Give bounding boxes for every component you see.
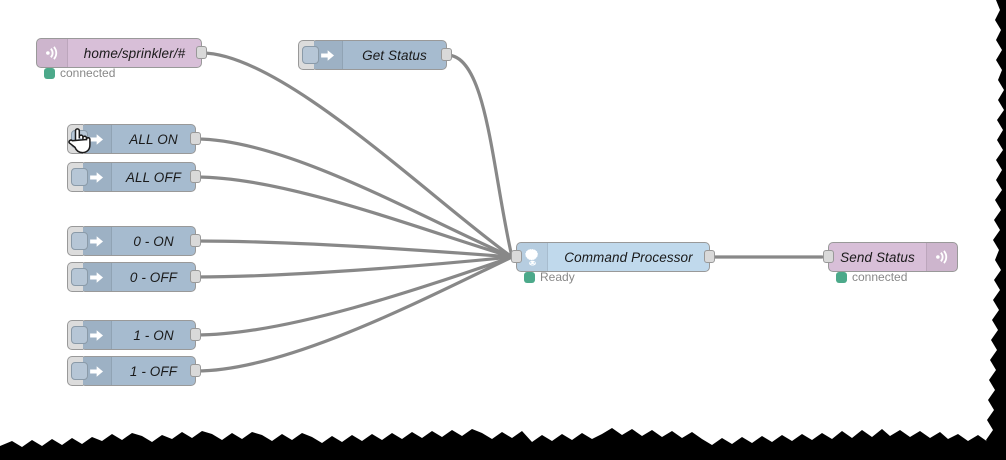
node-inject-zero-off-label: 0 - OFF [129,269,178,285]
node-command-processor[interactable]: Command Processor [511,242,715,272]
inject-button-inner [302,46,319,64]
inject-trigger-button[interactable] [67,124,88,154]
status-dot [836,271,847,283]
output-port[interactable] [441,48,452,61]
inject-trigger-button[interactable] [67,162,88,192]
wire-zero-off-to-command [194,255,514,279]
inject-trigger-button[interactable] [67,262,88,292]
output-port[interactable] [190,234,201,247]
output-port[interactable] [196,46,207,59]
node-send-status[interactable]: Send Status [823,242,958,272]
status-dot [524,271,535,283]
node-inject-one-on[interactable]: 1 - ON [67,320,201,350]
wire-one-on-to-command [194,255,514,337]
node-inject-zero-on[interactable]: 0 - ON [67,226,201,256]
node-mqtt-in[interactable]: home/sprinkler/# [36,38,207,68]
output-port[interactable] [190,270,201,283]
mqtt-antenna-icon [37,39,68,67]
torn-edge-bottom [0,428,1006,460]
raspberry-pi-icon [517,243,548,271]
node-inject-one-on-label: 1 - ON [133,327,174,343]
node-inject-all-on[interactable]: ALL ON [67,124,201,154]
input-port[interactable] [511,250,522,263]
inject-button-inner [71,268,88,286]
inject-button-inner [71,232,88,250]
node-inject-all-off[interactable]: ALL OFF [67,162,201,192]
wire-one-off-to-command [194,255,514,373]
inject-arrow-icon [312,41,343,69]
inject-button-inner [71,168,88,186]
inject-button-inner [71,362,88,380]
inject-trigger-button[interactable] [67,226,88,256]
torn-edge-right [986,0,1006,460]
wire-zero-on-to-command [194,239,514,259]
node-send-status-label: Send Status [840,249,915,265]
wire-mqtt-in-to-command [200,51,514,259]
inject-trigger-button[interactable] [67,320,88,350]
output-port[interactable] [190,328,201,341]
node-inject-get-status-label: Get Status [362,47,427,63]
mqtt-antenna-icon [926,243,957,271]
node-inject-zero-on-label: 0 - ON [133,233,174,249]
wire-all-on-to-command [194,137,514,259]
status-dot [44,67,55,79]
status-label: connected [852,270,908,284]
inject-trigger-button[interactable] [67,356,88,386]
wire-all-off-to-command [194,175,514,259]
output-port[interactable] [190,132,201,145]
status-label: Ready [540,270,575,284]
status-command-processor: Ready [524,271,575,283]
status-mqtt-in: connected [44,67,115,79]
status-send-status: connected [836,271,907,283]
inject-button-inner [71,130,88,148]
node-inject-get-status[interactable]: Get Status [298,40,452,70]
status-label: connected [60,66,116,80]
node-inject-one-off[interactable]: 1 - OFF [67,356,201,386]
node-mqtt-in-label: home/sprinkler/# [83,45,186,61]
output-port[interactable] [190,364,201,377]
input-port[interactable] [823,250,834,263]
node-inject-all-off-label: ALL OFF [125,169,182,185]
node-inject-zero-off[interactable]: 0 - OFF [67,262,201,292]
output-port[interactable] [704,250,715,263]
node-command-processor-label: Command Processor [564,249,693,265]
node-inject-one-off-label: 1 - OFF [129,363,178,379]
inject-button-inner [71,326,88,344]
wire-get-status-to-command [445,53,514,259]
output-port[interactable] [190,170,201,183]
node-inject-all-on-label: ALL ON [129,131,178,147]
inject-trigger-button[interactable] [298,40,319,70]
